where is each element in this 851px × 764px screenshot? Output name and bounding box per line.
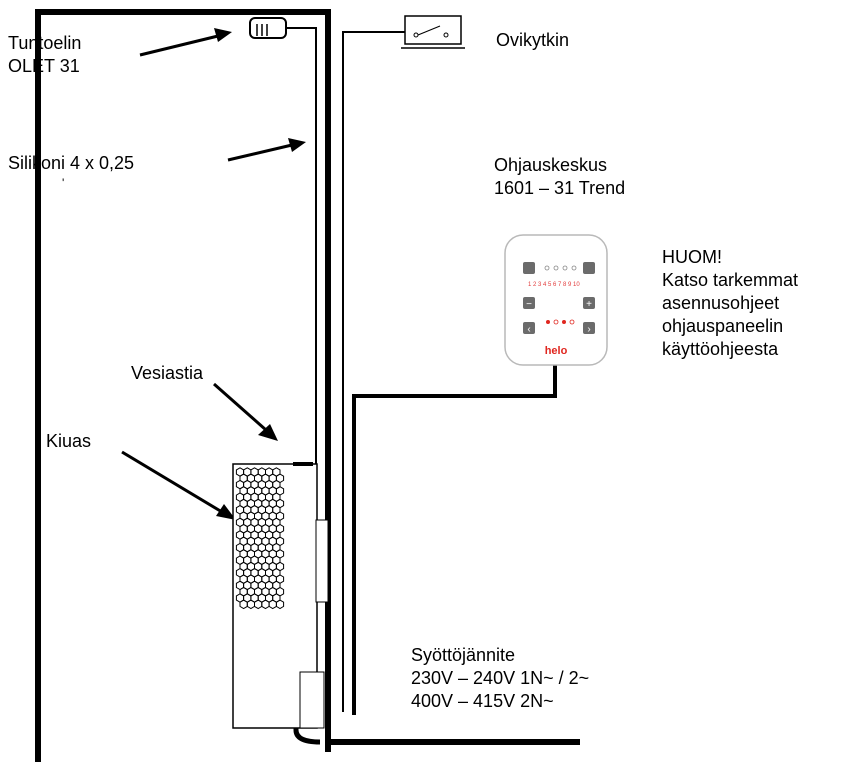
note-line1: HUOM! xyxy=(662,247,722,267)
panel-brand-logo: helo xyxy=(545,345,568,357)
panel-menu-button xyxy=(583,262,595,274)
heater-stone-grid xyxy=(235,467,285,610)
cable-mark: ' xyxy=(62,176,65,190)
sensor-label-line2: OLET 31 xyxy=(8,56,80,76)
supply-line2: 230V – 240V 1N~ / 2~ xyxy=(411,668,590,688)
panel-right-button xyxy=(583,322,595,334)
panel-plus-button xyxy=(583,297,595,309)
sauna-walls xyxy=(35,9,580,762)
arrows xyxy=(121,28,306,520)
heater-label: Kiuas xyxy=(46,431,92,451)
control-panel: 1 2 3 4 5 6 7 8 9 10 − + ‹ › helo xyxy=(504,234,608,366)
panel-power-button xyxy=(523,262,535,274)
supply-line3: 400V – 415V 2N~ xyxy=(411,691,554,711)
door-switch-label: Ovikytkin xyxy=(496,30,570,50)
heater-stone-cell xyxy=(275,599,285,610)
water-bowl-label: Vesiastia xyxy=(131,363,204,383)
sensor-olet31 xyxy=(249,17,287,39)
note-line5: käyttöohjeesta xyxy=(662,339,779,359)
door-switch xyxy=(401,15,465,49)
note-label: HUOM! Katso tarkemmat asennusohjeet ohja… xyxy=(662,246,798,361)
minus-icon: − xyxy=(526,299,532,310)
note-line3: asennusohjeet xyxy=(662,293,780,313)
note-line4: ohjauspaneelin xyxy=(662,316,784,336)
panel-left-button xyxy=(523,322,535,334)
supply-label: Syöttöjännite 230V – 240V 1N~ / 2~ 400V … xyxy=(411,644,589,713)
chevron-right-icon: › xyxy=(587,324,590,335)
cable-label: Silikoni 4 x 0,25 xyxy=(8,153,135,173)
chevron-left-icon: ‹ xyxy=(527,324,530,335)
panel-minus-button xyxy=(523,297,535,309)
plus-icon: + xyxy=(586,299,592,310)
control-unit-label: Ohjauskeskus 1601 – 31 Trend xyxy=(494,154,625,200)
supply-line1: Syöttöjännite xyxy=(411,645,516,665)
control-unit-line2: 1601 – 31 Trend xyxy=(494,178,626,198)
note-line2: Katso tarkemmat xyxy=(662,270,799,290)
heater xyxy=(232,462,329,729)
control-unit-line1: Ohjauskeskus xyxy=(494,155,608,175)
sensor-label: Tuntoelin OLET 31 xyxy=(8,32,81,78)
sensor-label-line1: Tuntoelin xyxy=(8,33,82,53)
panel-level-numbers: 1 2 3 4 5 6 7 8 9 10 xyxy=(528,282,580,288)
